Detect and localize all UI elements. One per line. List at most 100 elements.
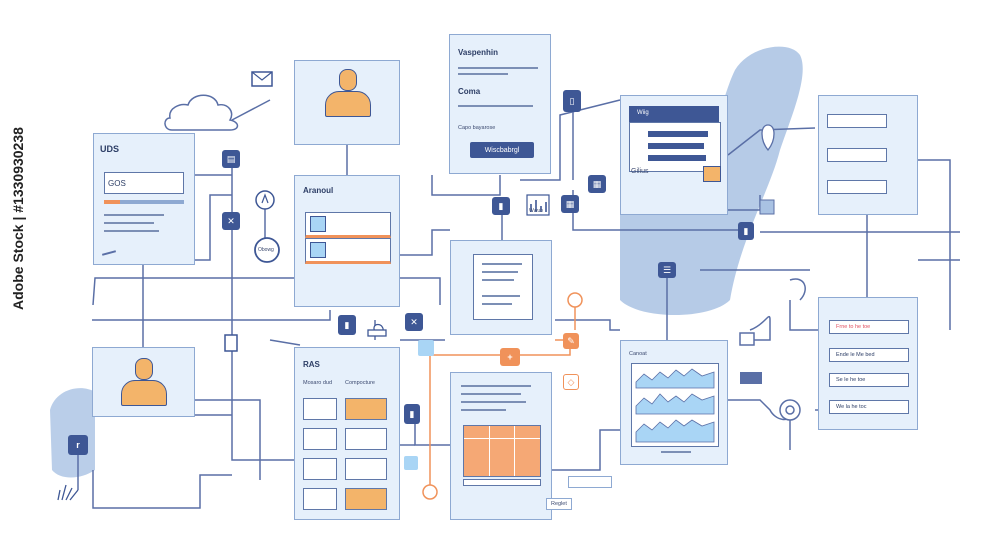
thumb[interactable]: [303, 458, 337, 480]
node-menu[interactable]: ▤: [222, 150, 240, 168]
connector-lines: [77, 99, 960, 509]
text-line: [458, 67, 538, 69]
node-phone[interactable]: ▯: [563, 90, 581, 112]
content-panel-top: Vaspenhin Coma Capo bayarose Wiscbabrgl: [449, 34, 551, 174]
caption-tag: Reglet: [546, 498, 572, 510]
list-row[interactable]: [827, 114, 887, 128]
chart-panel: Canoat: [620, 340, 728, 465]
table-footer: [463, 479, 541, 486]
uds-squiggle: [101, 250, 117, 256]
text-line: [461, 409, 506, 411]
chat-icon[interactable]: [739, 332, 755, 346]
browser-footer-label: Gilius: [631, 168, 649, 175]
image-card-2[interactable]: [305, 238, 391, 264]
thumb[interactable]: [303, 428, 337, 450]
image-card-1[interactable]: [305, 212, 391, 238]
browser-panel: Wiig Gilius: [620, 95, 728, 215]
callout-tag: [568, 476, 612, 488]
text-line: [461, 393, 521, 395]
node-toggle[interactable]: ▮: [404, 404, 420, 424]
list-row[interactable]: [827, 180, 887, 194]
panel-subheading: Coma: [458, 87, 481, 96]
aranoul-title: Aranoul: [303, 186, 334, 195]
map-pin-icon: [761, 124, 775, 152]
browser-content: [629, 122, 721, 172]
orange-table[interactable]: [463, 425, 541, 477]
node-r[interactable]: r: [68, 435, 88, 455]
task-row[interactable]: Frne to he toe: [829, 320, 909, 334]
right-list-panel: [818, 95, 918, 215]
background-blob-left: [50, 388, 95, 478]
chart-footer-line: [661, 451, 691, 453]
browser-badge: [703, 166, 721, 182]
clipboard-icon[interactable]: [224, 334, 238, 352]
uds-title: UDS: [100, 144, 120, 154]
ras-title: RAS: [303, 360, 320, 369]
uds-line: [104, 214, 164, 216]
aranoul-panel: Aranoul: [294, 175, 400, 307]
browser-header: Wiig: [629, 106, 719, 122]
chart-label: Wwub: [529, 208, 543, 214]
task-list-panel: Frne to he toe Ende le Me bed Se le he t…: [818, 297, 918, 430]
uds-panel: UDS GOS: [93, 133, 195, 265]
panel-label: Capo bayarose: [458, 125, 496, 131]
text-line: [458, 73, 508, 75]
bar-chart-icon: [526, 194, 550, 216]
uds-line: [104, 230, 159, 232]
task-row[interactable]: We la he toc: [829, 400, 909, 414]
thumb-icon[interactable]: [418, 340, 434, 356]
node-settings[interactable]: ☰: [658, 262, 676, 278]
table-panel: [450, 372, 552, 520]
phone-circle-icon[interactable]: [567, 292, 583, 308]
task-row[interactable]: Se le he toe: [829, 373, 909, 387]
browser-tab-label: Wiig: [637, 110, 649, 116]
user-avatar-icon: [121, 358, 167, 406]
profile-panel[interactable]: [294, 60, 400, 145]
ras-column-1: Mosaro dud: [303, 380, 333, 386]
thumb[interactable]: [345, 458, 387, 480]
ras-column-2: Compocture: [345, 380, 375, 386]
status-circle[interactable]: [254, 237, 280, 263]
text-line: [461, 385, 531, 387]
chart-area: [631, 363, 719, 447]
uds-progress: [104, 200, 184, 204]
tag-icon: [759, 199, 775, 215]
thumb[interactable]: [303, 398, 337, 420]
node-grid[interactable]: ▦: [588, 175, 606, 193]
node-close-2[interactable]: ✕: [405, 313, 423, 331]
chart-panel-title: Canoat: [629, 351, 647, 357]
thumb[interactable]: [345, 488, 387, 510]
uds-input[interactable]: GOS: [104, 172, 184, 194]
thumb[interactable]: [303, 488, 337, 510]
panel-heading: Vaspenhin: [458, 48, 499, 57]
node-toggle[interactable]: ▮: [492, 197, 510, 215]
primary-button[interactable]: Wiscbabrgl: [470, 142, 534, 158]
profile-panel-left[interactable]: [92, 347, 195, 417]
task-row[interactable]: Ende le Me bed: [829, 348, 909, 362]
node-close[interactable]: ✕: [222, 212, 240, 230]
document-sheet: [473, 254, 533, 320]
plus-node[interactable]: +: [500, 348, 520, 366]
node-toggle[interactable]: ▮: [338, 315, 356, 335]
light-node-icon[interactable]: [404, 456, 418, 470]
document-panel: [450, 240, 552, 335]
plant-icon: [57, 484, 79, 501]
list-row[interactable]: [827, 148, 887, 162]
pin-circle-icon[interactable]: [255, 190, 275, 210]
orange-node[interactable]: ✎: [563, 333, 579, 349]
thumb[interactable]: [345, 398, 387, 420]
text-line: [461, 401, 526, 403]
cloud-icon: [164, 94, 239, 131]
circle-label: Obowg: [258, 247, 274, 253]
node-toggle[interactable]: ▮: [738, 222, 754, 240]
node-doc[interactable]: ▦: [561, 195, 579, 213]
ras-panel: RAS Mosaro dud Compocture: [294, 347, 400, 520]
device-icon[interactable]: [740, 372, 762, 384]
user-circle-icon[interactable]: [422, 484, 438, 500]
watermark: Adobe Stock | #1330930238: [10, 127, 26, 310]
uds-line: [104, 222, 154, 224]
target-icon[interactable]: [779, 399, 801, 421]
outline-node[interactable]: ◇: [563, 374, 579, 390]
thumb[interactable]: [345, 428, 387, 450]
text-line: [458, 105, 533, 107]
